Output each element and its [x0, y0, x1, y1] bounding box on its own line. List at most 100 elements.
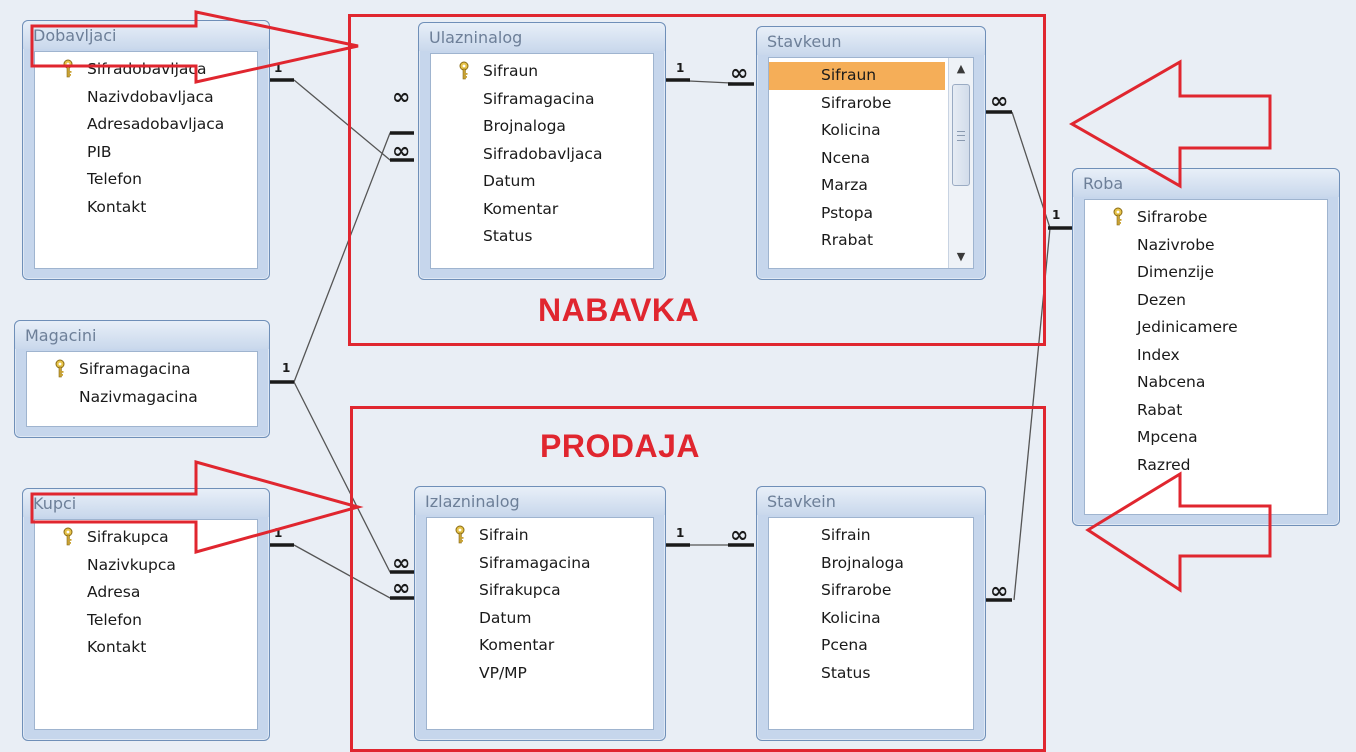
field-item[interactable]: Sifrain: [427, 522, 653, 550]
field-item[interactable]: Dezen: [1085, 287, 1327, 315]
field-name: Sifraun: [821, 66, 877, 84]
field-item[interactable]: Komentar: [427, 632, 653, 660]
field-item[interactable]: Adresa: [35, 579, 257, 607]
card-one-dobavljaci: 1: [274, 61, 282, 75]
field-name: Siframagacina: [483, 89, 595, 108]
field-item[interactable]: Brojnaloga: [431, 113, 653, 141]
table-title[interactable]: Stavkeun: [757, 27, 985, 55]
card-many-ulazninalog-1: ∞: [392, 85, 410, 110]
field-item[interactable]: Index: [1085, 342, 1327, 370]
field-name: Rabat: [1137, 400, 1183, 419]
card-one-ulazninalog: 1: [676, 61, 684, 75]
field-item[interactable]: Ncena: [769, 145, 973, 173]
field-name: Sifrakupca: [87, 528, 169, 546]
field-item[interactable]: Pstopa: [769, 200, 973, 228]
field-item[interactable]: Sifraun: [431, 58, 653, 86]
field-item[interactable]: Sifrarobe: [769, 577, 973, 605]
field-item[interactable]: Rrabat: [769, 227, 973, 255]
scrollbar-thumb[interactable]: [952, 84, 970, 186]
field-name: VP/MP: [479, 663, 527, 682]
field-name: Adresa: [87, 583, 141, 601]
primary-key-icon: [459, 61, 469, 80]
field-name: Mpcena: [1137, 428, 1198, 446]
field-item[interactable]: Datum: [431, 168, 653, 196]
table-title[interactable]: Stavkein: [757, 487, 985, 515]
field-item[interactable]: Razred: [1085, 452, 1327, 480]
field-item[interactable]: Status: [769, 660, 973, 688]
field-item[interactable]: Marza: [769, 172, 973, 200]
field-item[interactable]: Jedinicamere: [1085, 314, 1327, 342]
field-item[interactable]: Status: [431, 223, 653, 251]
scroll-up-icon[interactable]: ▲: [956, 62, 966, 75]
field-name: Sifraun: [483, 62, 539, 80]
field-item[interactable]: Kontakt: [35, 634, 257, 662]
field-item[interactable]: Adresadobavljaca: [35, 111, 257, 139]
field-item[interactable]: Kontakt: [35, 194, 257, 222]
field-item[interactable]: Nazivmagacina: [27, 384, 257, 412]
field-item[interactable]: Sifrarobe: [769, 90, 973, 118]
field-item[interactable]: Sifraun: [769, 62, 945, 90]
field-item[interactable]: Telefon: [35, 607, 257, 635]
field-item[interactable]: Sifradobavljaca: [431, 141, 653, 169]
field-item[interactable]: Kolicina: [769, 605, 973, 633]
field-name: Datum: [479, 608, 532, 627]
card-many-stavkeun-2: ∞: [990, 89, 1008, 114]
field-item[interactable]: Siframagacina: [427, 550, 653, 578]
field-name: Adresadobavljaca: [87, 115, 225, 133]
vertical-scrollbar[interactable]: ▲ ▼: [948, 58, 973, 268]
group-box-nabavka: [348, 14, 1046, 346]
field-item[interactable]: Pcena: [769, 632, 973, 660]
primary-key-icon: [55, 359, 65, 378]
field-item[interactable]: Nazivdobavljaca: [35, 84, 257, 112]
field-item[interactable]: Sifrain: [769, 522, 973, 550]
primary-key-icon: [1113, 207, 1123, 226]
table-title[interactable]: Izlazninalog: [415, 487, 665, 515]
field-name: Sifrain: [821, 526, 871, 544]
group-label-nabavka: NABAVKA: [538, 292, 700, 328]
table-title[interactable]: Roba: [1073, 169, 1339, 197]
field-item[interactable]: Kolicina: [769, 117, 973, 145]
table-title[interactable]: Ulazninalog: [419, 23, 665, 51]
card-many-stavkeun-1: ∞: [730, 61, 748, 86]
field-item[interactable]: Siframagacina: [27, 356, 257, 384]
card-many-izlazninalog-2: ∞: [392, 576, 410, 601]
card-many-izlazninalog-1: ∞: [392, 551, 410, 576]
field-item[interactable]: VP/MP: [427, 660, 653, 688]
field-item[interactable]: Sifrakupca: [427, 577, 653, 605]
field-item[interactable]: Rabat: [1085, 397, 1327, 425]
field-name: Komentar: [483, 199, 559, 218]
field-item[interactable]: Siframagacina: [431, 86, 653, 114]
field-item[interactable]: Telefon: [35, 166, 257, 194]
field-item[interactable]: Dimenzije: [1085, 259, 1327, 287]
field-item[interactable]: Nabcena: [1085, 369, 1327, 397]
field-item[interactable]: Komentar: [431, 196, 653, 224]
field-item[interactable]: Sifrarobe: [1085, 204, 1327, 232]
field-item[interactable]: Sifrakupca: [35, 524, 257, 552]
field-item[interactable]: Nazivrobe: [1085, 232, 1327, 260]
field-item[interactable]: Nazivkupca: [35, 552, 257, 580]
field-item[interactable]: PIB: [35, 139, 257, 167]
table-title[interactable]: Magacini: [15, 321, 269, 349]
field-item[interactable]: Datum: [427, 605, 653, 633]
scroll-down-icon[interactable]: ▼: [956, 250, 966, 263]
field-item[interactable]: Mpcena: [1085, 424, 1327, 452]
field-name: Sifrarobe: [821, 581, 892, 599]
field-name: Kolicina: [821, 608, 881, 627]
arrow-left-icon: [1085, 471, 1272, 593]
field-name: Nazivmagacina: [79, 387, 198, 406]
field-item[interactable]: Brojnaloga: [769, 550, 973, 578]
